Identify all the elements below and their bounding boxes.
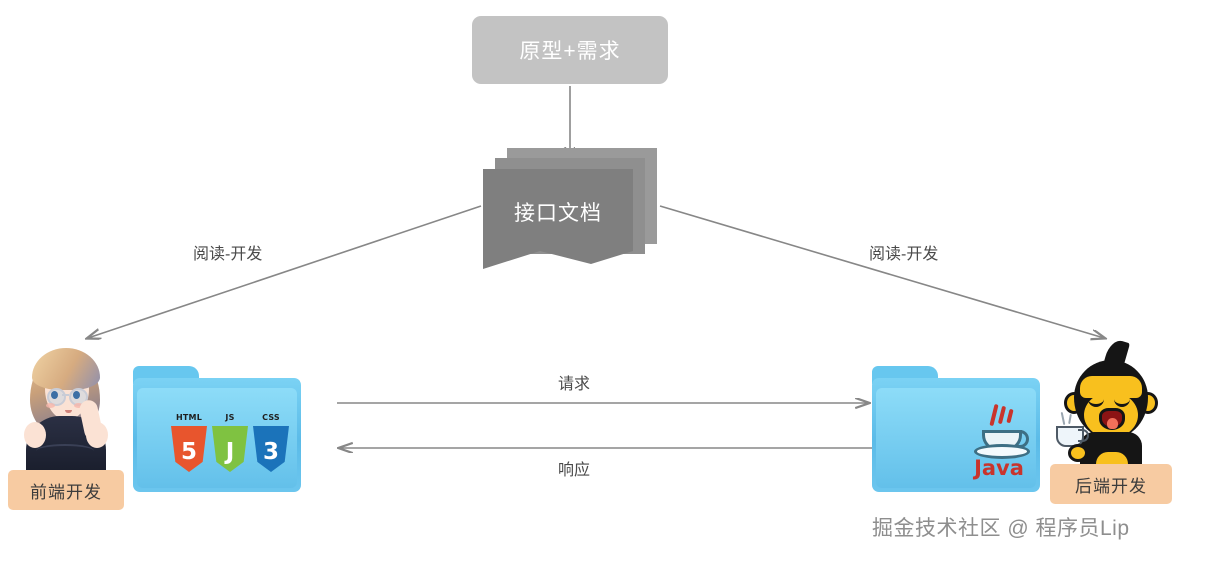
badge-frontend: 前端开发	[8, 470, 124, 510]
frontend-folder-icon[interactable]: HTML 5 JS J CSS 3	[133, 366, 301, 492]
css3-glyph: 3	[262, 439, 279, 465]
html5-icon: 5	[171, 426, 207, 472]
badge-backend: 后端开发	[1050, 464, 1172, 504]
js-caption: JS	[225, 413, 235, 422]
edge-label-response: 响应	[558, 462, 591, 479]
doc-sheet-front: 接口文档	[483, 169, 633, 269]
badge-frontend-label: 前端开发	[30, 482, 102, 502]
css3-shield: CSS 3	[253, 413, 289, 472]
edge-label-read-develop-right: 阅读-开发	[869, 246, 939, 263]
node-prototype-requirements[interactable]: 原型+需求	[472, 16, 668, 84]
edge-doc-to-frontend	[88, 205, 482, 338]
node-api-document-label: 接口文档	[514, 202, 602, 225]
edge-doc-to-backend	[659, 205, 1104, 338]
actor-backend[interactable]: 后端开发	[1050, 334, 1172, 504]
tech-shield-group: HTML 5 JS J CSS 3	[171, 412, 293, 472]
js-icon: J	[212, 426, 248, 472]
edge-label-read-develop-left: 阅读-开发	[193, 246, 263, 263]
html5-glyph: 5	[180, 439, 197, 465]
node-api-document[interactable]: 接口文档	[483, 148, 659, 272]
css3-icon: 3	[253, 426, 289, 472]
watermark-text: 掘金技术社区 @ 程序员Lip	[872, 517, 1130, 540]
anime-girl-avatar-icon	[14, 340, 118, 486]
actor-frontend[interactable]: 前端开发	[8, 340, 124, 510]
edge-label-request: 请求	[558, 376, 591, 393]
monkey-mascot-avatar-icon	[1052, 334, 1170, 484]
js-shield: JS J	[212, 413, 248, 472]
java-label: Java	[974, 456, 1024, 480]
html5-caption: HTML	[175, 413, 202, 422]
backend-folder-icon[interactable]: Java	[872, 366, 1040, 492]
css3-caption: CSS	[262, 413, 280, 422]
js-glyph: J	[225, 439, 235, 465]
html5-shield: HTML 5	[171, 413, 207, 472]
node-prototype-requirements-label: 原型+需求	[519, 40, 621, 63]
badge-backend-label: 后端开发	[1075, 476, 1147, 496]
java-icon: Java	[968, 403, 1030, 480]
